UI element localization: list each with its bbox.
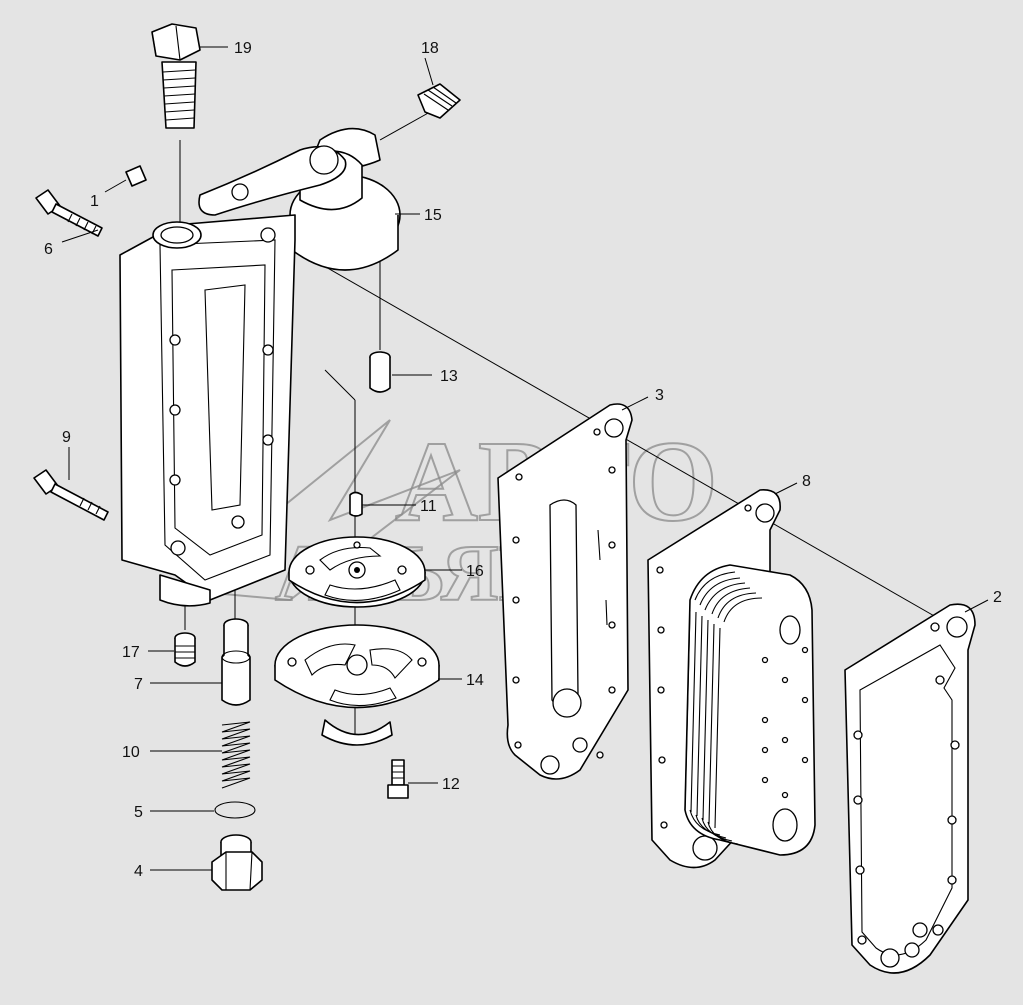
callout-1: 1 xyxy=(90,193,99,210)
part-5-o-ring xyxy=(214,801,256,819)
callout-labels: 19 18 15 1 6 9 13 11 16 14 12 17 7 10 5 … xyxy=(44,40,1002,880)
callout-19: 19 xyxy=(234,40,252,57)
part-14-base xyxy=(274,624,440,746)
part-7-piston xyxy=(221,618,251,706)
part-16-valve-plate xyxy=(288,536,426,608)
part-6-bolt xyxy=(35,189,103,237)
callout-12: 12 xyxy=(442,776,460,793)
part-10-spring xyxy=(221,721,251,789)
callout-leaders xyxy=(61,46,989,871)
part-9-bolt xyxy=(33,469,109,521)
part-17-plug xyxy=(174,632,196,667)
callout-9: 9 xyxy=(62,429,71,446)
part-4-plug xyxy=(211,834,263,891)
guide-line-6 xyxy=(379,111,431,141)
callout-17: 17 xyxy=(122,644,140,661)
part-18-plug xyxy=(417,83,461,119)
callout-7: 7 xyxy=(134,676,143,693)
callout-11: 11 xyxy=(420,498,437,515)
guide-line-2 xyxy=(324,369,356,401)
callout-10: 10 xyxy=(122,744,140,761)
callout-13: 13 xyxy=(440,368,458,385)
part-19-bolt xyxy=(151,23,201,129)
callout-5: 5 xyxy=(134,804,143,821)
part-8-cooler-core xyxy=(647,489,816,869)
callout-4: 4 xyxy=(134,863,143,880)
callout-3: 3 xyxy=(655,387,664,404)
callout-8: 8 xyxy=(802,473,811,490)
part-12-screw xyxy=(387,759,409,799)
callout-6: 6 xyxy=(44,241,53,258)
part-11-pin xyxy=(349,491,363,517)
callout-18: 18 xyxy=(421,40,439,57)
part-15-housing xyxy=(119,127,401,607)
callout-2: 2 xyxy=(993,589,1002,606)
callout-14: 14 xyxy=(466,672,484,689)
callout-16: 16 xyxy=(466,563,484,580)
part-13-sleeve xyxy=(369,351,391,393)
part-3-gasket xyxy=(497,403,633,780)
callout-15: 15 xyxy=(424,207,442,224)
part-2-gasket xyxy=(844,603,976,974)
part-1-dowel xyxy=(125,165,147,187)
